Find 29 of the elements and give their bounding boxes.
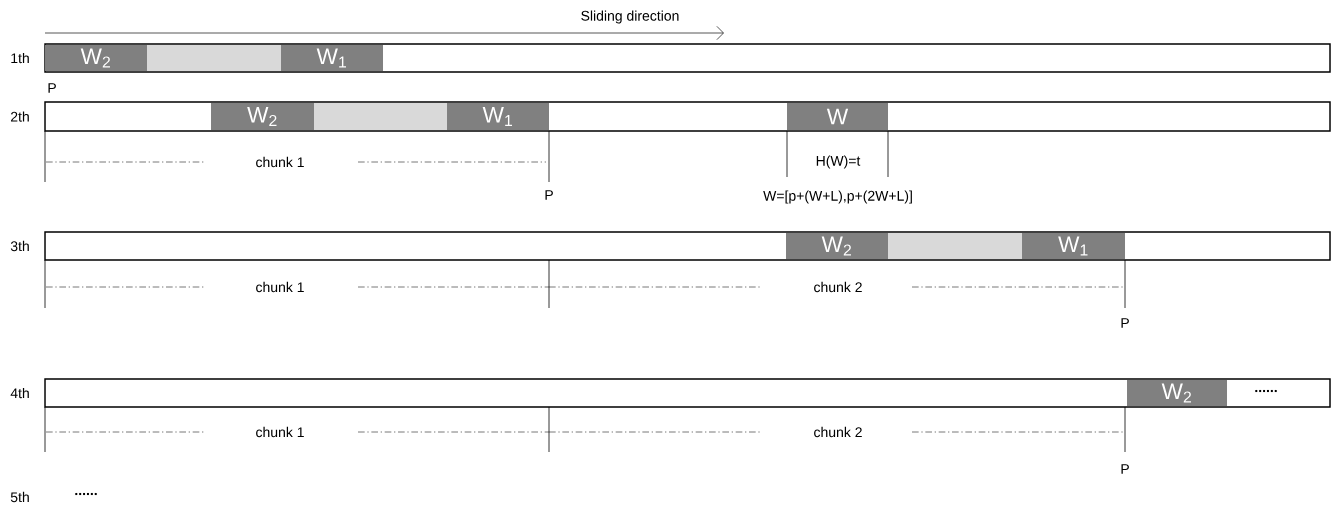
label: W=[p+(W+L),p+(2W+L)] (763, 190, 912, 204)
label: chunk 1 (256, 426, 304, 438)
row-label: 2th (11, 111, 29, 122)
window-block: W$_{2}$ (1127, 380, 1227, 406)
label: ...... (75, 492, 97, 496)
label: P (1121, 464, 1129, 474)
label: chunk 1 (256, 281, 304, 293)
label: chunk 1 (256, 156, 304, 168)
window-block: W$_{2}$ (786, 233, 888, 259)
row-label: 3th (10, 240, 29, 252)
gap-block (888, 233, 1022, 259)
label: Sliding direction (581, 10, 679, 24)
label: P (1121, 318, 1129, 328)
row-label: 1th (11, 52, 29, 64)
gap-block (147, 45, 281, 71)
label: chunk 2 (814, 426, 862, 438)
row-label: 4th (10, 387, 29, 399)
label: 5th (10, 491, 29, 503)
window-block: W$_{1}$ (1022, 233, 1125, 259)
window-block: W$_{2}$ (45, 45, 147, 71)
window-block: W$_{1}$ (281, 45, 383, 71)
label: P (545, 190, 553, 200)
window-block: W$_{1}$ (447, 103, 549, 130)
gap-block (314, 103, 447, 130)
label: H(W)=t (816, 155, 861, 169)
window-block: W (787, 103, 888, 130)
window-block: W$_{2}$ (211, 103, 314, 130)
label: ...... (1255, 389, 1277, 393)
label: chunk 2 (814, 281, 862, 293)
